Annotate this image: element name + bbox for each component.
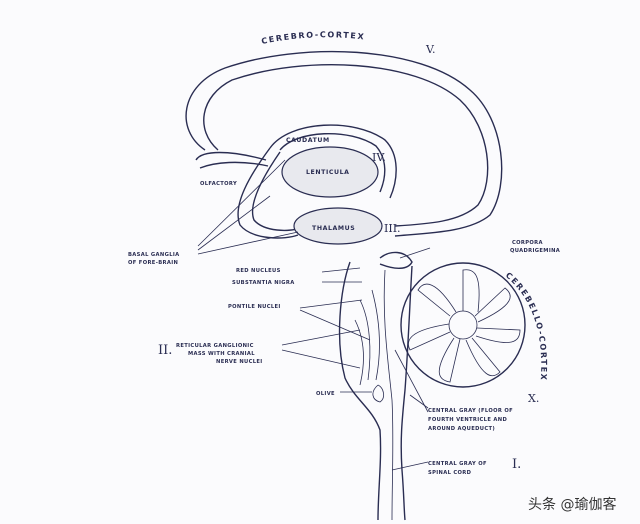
leader-lines <box>197 159 431 471</box>
numeral-iv: IV. <box>372 151 386 164</box>
basal-ganglia-label-1: BASAL GANGLIA <box>128 252 180 258</box>
numeral-ii: II. <box>158 343 172 358</box>
corpora-quadrigemina <box>379 251 413 269</box>
central-gray-i-numeral: I. <box>512 457 521 472</box>
central-gray-label-1: CENTRAL GRAY (FLOOR OF <box>428 408 513 414</box>
olive-label: OLIVE <box>316 391 335 397</box>
caudatum-label: CAUDATUM <box>286 137 330 144</box>
cerebro-cortex-outline <box>185 50 503 237</box>
olfactory-bulb <box>195 151 269 169</box>
reticular-label-2: MASS WITH CRANIAL <box>188 351 255 357</box>
central-gray-i-label-2: SPINAL CORD <box>428 470 472 476</box>
cerebro-cortex-label: CEREBRO-CORTEX <box>261 30 366 46</box>
cerebro-cortex-numeral: V. <box>425 43 436 56</box>
numeral-iii: III. <box>384 222 401 235</box>
lenticula-body <box>281 146 379 198</box>
reticular-label-1: RETICULAR GANGLIONIC <box>176 343 254 349</box>
basal-ganglia-label-2: OF FORE-BRAIN <box>128 260 178 266</box>
central-gray-label-3: AROUND AQUEDUCT) <box>428 426 495 432</box>
olfactory-label: OLFACTORY <box>200 181 237 187</box>
thalamus-body <box>293 207 383 245</box>
cerebellum <box>400 262 526 388</box>
central-gray-i-label-1: CENTRAL GRAY OF <box>428 461 487 467</box>
central-gray-label-2: FOURTH VENTRICLE AND <box>428 417 507 423</box>
watermark: 头条 @瑜伽客 <box>528 496 616 513</box>
cerebello-numeral: X. <box>528 392 539 405</box>
brainstem <box>338 261 413 521</box>
lenticula-label: LENTICULA <box>306 169 350 176</box>
pontile-nuclei-label: PONTILE NUCLEI <box>228 304 281 310</box>
corpora-label-2: QUADRIGEMINA <box>510 248 560 254</box>
caudatum-arc <box>237 124 397 239</box>
red-nucleus-label: RED NUCLEUS <box>236 268 281 274</box>
thalamus-label: THALAMUS <box>312 225 355 232</box>
substantia-nigra-label: SUBSTANTIA NIGRA <box>232 280 295 286</box>
reticular-label-3: NERVE NUCLEI <box>216 359 263 365</box>
corpora-label-1: CORPORA <box>512 240 543 246</box>
